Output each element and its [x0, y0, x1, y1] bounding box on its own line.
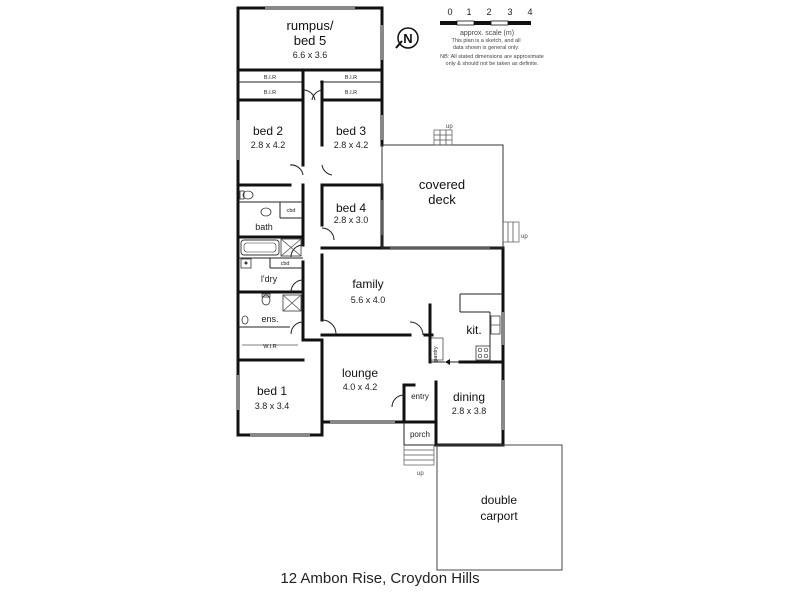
room-name-bed1: bed 1 [257, 384, 287, 398]
scale-label: approx. scale (m) [460, 30, 514, 37]
room-dims-bed1: 3.8 x 3.4 [255, 401, 290, 411]
north-compass-icon: N [395, 27, 419, 49]
cbd-label: cbd [287, 208, 296, 214]
scale-tick: 3 [507, 7, 512, 17]
room-dims-bed2: 2.8 x 4.2 [251, 140, 286, 150]
room-name-bed3: bed 3 [336, 124, 366, 138]
room-name-rumpus: rumpus/ [287, 18, 334, 33]
pantry-label: pantry [433, 346, 439, 362]
up-label: up [417, 471, 424, 477]
scale-tick: 0 [447, 7, 452, 17]
room-name-bath: bath [255, 222, 273, 232]
bathroom-fixtures [239, 190, 302, 346]
up-label: up [521, 234, 528, 240]
room-name-porch: porch [410, 430, 430, 439]
room-name-covered: covered [419, 177, 465, 192]
cbd-label: cbd [281, 261, 290, 267]
scale-tick: 2 [486, 7, 491, 17]
disclaimer-line: NB: All stated dimensions are approximat… [440, 54, 544, 60]
disclaimer-line: only & should not be taken as definite. [446, 61, 539, 67]
room-dims-bed3: 2.8 x 4.2 [334, 140, 369, 150]
scale-bar: 0 1 2 3 4 approx. scale (m) This plan is… [440, 7, 544, 67]
bir-label: B.I.R [345, 75, 357, 81]
room-name-double: double [481, 493, 517, 507]
bir-label: B.I.R [264, 75, 276, 81]
porch-steps [403, 422, 436, 466]
room-name-kitchen: kit. [466, 323, 481, 337]
disclaimer-line: This plan is a sketch, and all [451, 38, 520, 44]
room-name-carport: carport [480, 509, 518, 523]
bir-label: B.I.R [345, 90, 357, 96]
room-dims-lounge: 4.0 x 4.2 [343, 382, 378, 392]
room-name-wir: W.I.R [263, 344, 276, 350]
room-name-deck: deck [428, 192, 456, 207]
room-name-bed4: bed 4 [336, 201, 366, 215]
room-name-lounge: lounge [342, 366, 378, 380]
room-dims-bed4: 2.8 x 3.0 [334, 215, 369, 225]
room-name-family: family [352, 277, 383, 291]
room-dims-dining: 2.8 x 3.8 [452, 406, 487, 416]
room-dims-rumpus: 6.6 x 3.6 [293, 50, 328, 60]
room-name-ens: ens. [261, 314, 278, 324]
covered-deck-outline [381, 129, 520, 249]
up-label: up [446, 124, 453, 130]
carport-outline [436, 444, 563, 571]
room-name-bed5: bed 5 [294, 33, 327, 48]
room-labels: rumpus/ bed 5 6.6 x 3.6 B.I.R B.I.R B.I.… [251, 18, 519, 523]
room-name-bed2: bed 2 [253, 124, 283, 138]
room-name-dining: dining [453, 390, 485, 404]
room-dims-family: 5.6 x 4.0 [351, 295, 386, 305]
kitchen-fixtures [430, 315, 501, 365]
scale-tick: 1 [466, 7, 471, 17]
room-name-entry: entry [411, 392, 429, 401]
room-name-ldry: l'dry [261, 274, 278, 284]
door-swings [289, 89, 424, 408]
compass-north-label: N [403, 31, 412, 46]
scale-tick: 4 [527, 7, 532, 17]
property-address: 12 Ambon Rise, Croydon Hills [280, 570, 480, 587]
bir-label: B.I.R [264, 90, 276, 96]
interior-walls [236, 68, 505, 424]
disclaimer-line: data shown is general only. [453, 45, 520, 51]
